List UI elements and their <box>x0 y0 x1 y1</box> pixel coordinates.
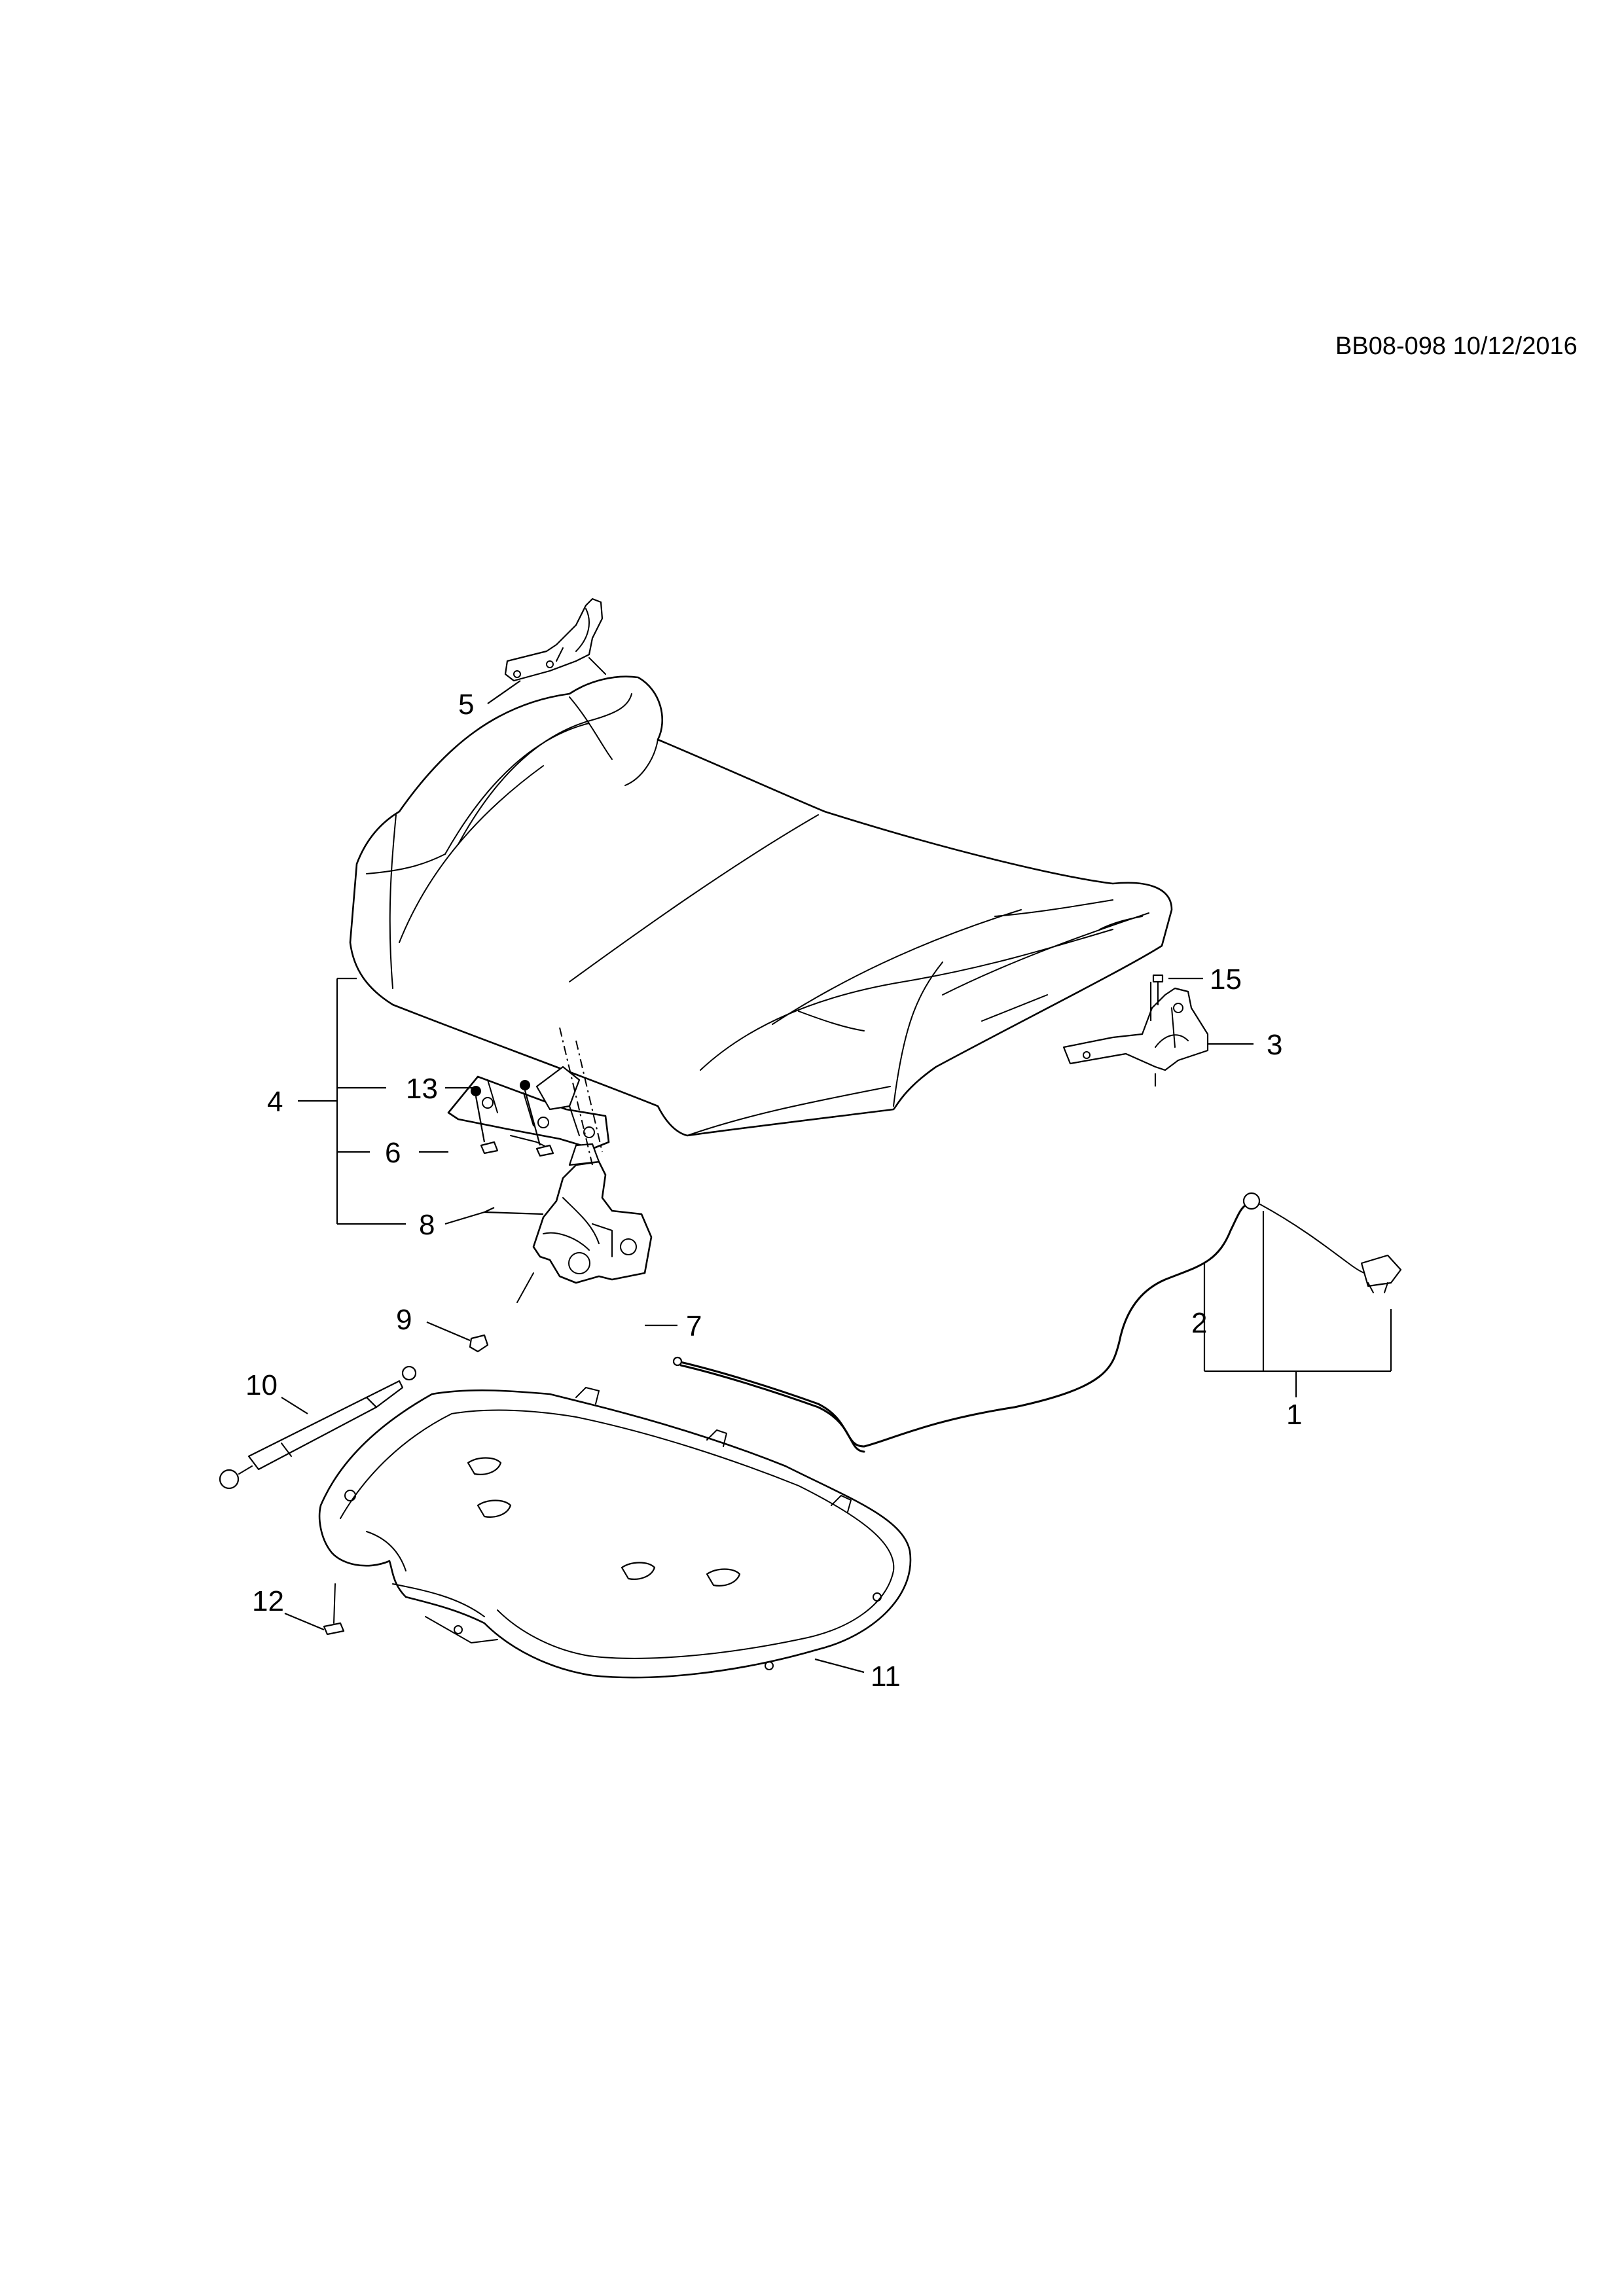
insulator-clip <box>323 1583 345 1636</box>
hood-gas-strut <box>219 1365 417 1490</box>
leader-lines <box>281 680 1392 1674</box>
hood-hinge-left <box>504 598 606 682</box>
hood-latch <box>516 1143 653 1303</box>
hood-latch-striker <box>447 1066 610 1150</box>
hood-release-cable <box>672 1192 1402 1453</box>
latch-screw <box>469 1334 489 1353</box>
hood-insulator <box>318 1387 912 1679</box>
hood-hinge-right <box>1062 982 1209 1086</box>
hinge-bolt <box>1152 974 1164 1005</box>
fasteners <box>471 1080 554 1157</box>
hood-panel <box>349 675 1173 1137</box>
